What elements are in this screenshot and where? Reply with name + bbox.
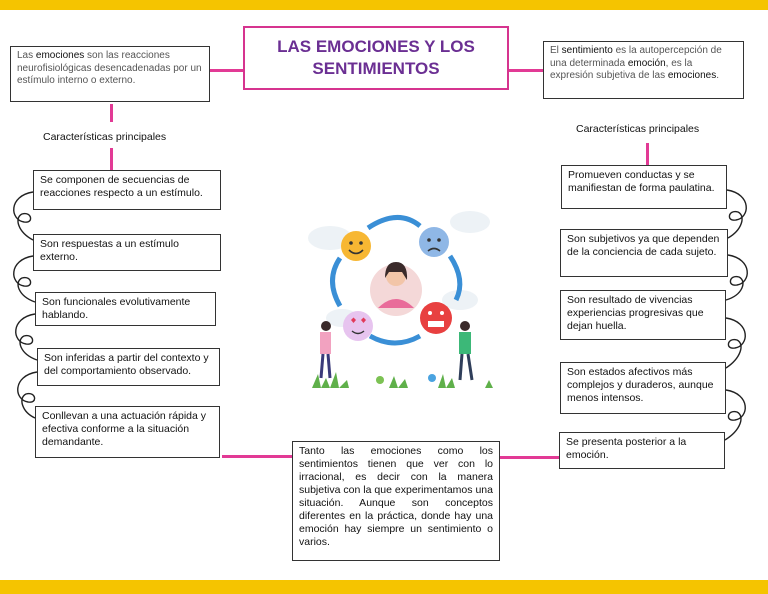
- title-line-1: LAS EMOCIONES Y LOS: [277, 37, 475, 56]
- right-item-5: Se presenta posterior a la emoción.: [559, 432, 725, 469]
- left-item-2: Son respuestas a un estímulo externo.: [33, 234, 221, 271]
- grass: [312, 372, 493, 388]
- person-right-figure: [458, 321, 474, 381]
- left-curl-3: [15, 313, 38, 361]
- feelings-def-text-3: , es la expresión subjetiva de las: [550, 57, 693, 82]
- left-characteristics-label: Características principales: [43, 131, 167, 143]
- title-line-2: SENTIMIENTOS: [312, 59, 440, 78]
- connector-right-conclusion: [500, 456, 559, 459]
- feelings-definition: El sentimiento es la autopercepción de u…: [543, 41, 744, 99]
- left-item-4: Son inferidas a partir del contexto y de…: [37, 348, 220, 386]
- cloud-2: [450, 211, 490, 233]
- bottom-band: [0, 580, 768, 594]
- emotions-def-text-1: Las: [17, 50, 36, 61]
- cloud-1: [308, 226, 352, 250]
- feelings-term: sentimiento: [561, 45, 613, 56]
- left-curl-4: [17, 371, 38, 419]
- sad-face-icon: [419, 227, 449, 257]
- feelings-def-text-2: es la autopercepción de una determinada: [550, 45, 722, 69]
- cycle-arrow-right: [447, 254, 463, 302]
- right-item-2: Son subjetivos ya que dependen de la con…: [560, 229, 728, 277]
- conclusion-box: Tanto las emociones como los sentimiento…: [292, 441, 500, 561]
- emotions-definition: Las emociones son las reacciones neurofi…: [10, 46, 210, 102]
- cycle-arrow-bottom: [368, 333, 422, 346]
- top-band: [0, 0, 768, 10]
- connector-left-conclusion: [222, 455, 292, 458]
- right-curl-1: [726, 189, 747, 239]
- left-item-1: Se componen de secuencias de reacciones …: [33, 170, 221, 210]
- happy-face-icon: [341, 231, 371, 261]
- left-curl-2: [13, 255, 36, 303]
- connector-left-def-label: [110, 104, 113, 122]
- left-curl-connectors: [13, 191, 38, 419]
- feelings-def-text-4: .: [716, 70, 719, 81]
- right-characteristics-label: Características principales: [576, 123, 700, 135]
- right-curl-connectors: [724, 189, 748, 441]
- cloud-3: [442, 290, 478, 310]
- connector-title-left: [210, 69, 244, 72]
- feelings-def-text-1: El: [550, 45, 562, 56]
- right-curl-3: [725, 317, 746, 369]
- emotions-term: emociones: [35, 50, 85, 61]
- connector-title-right: [509, 69, 543, 72]
- right-curl-2: [725, 254, 748, 301]
- left-curl-1: [13, 191, 34, 241]
- love-face-icon: [343, 311, 373, 341]
- cycle-arrow-top: [366, 215, 422, 231]
- emotions-def-text-2: son las reacciones neurofisiológicas des…: [17, 50, 202, 86]
- cycle-arrow-left: [330, 256, 343, 308]
- left-item-5: Conllevan a una actuación rápida y efect…: [35, 406, 220, 458]
- right-item-3: Son resultado de vivencias experiencias …: [560, 290, 726, 340]
- right-item-1: Promueven conductas y se manifiestan de …: [561, 165, 727, 209]
- right-curl-4: [724, 389, 746, 441]
- page-title: LAS EMOCIONES Y LOS SENTIMIENTOS: [243, 26, 509, 90]
- emotions-illustration: [308, 211, 493, 388]
- right-item-4: Son estados afectivos más complejos y du…: [560, 362, 726, 414]
- emotions-term-2: emociones: [667, 70, 717, 81]
- connector-left-label-list: [110, 148, 113, 170]
- emotion-term: emoción: [627, 57, 666, 69]
- angry-face-icon: [420, 302, 452, 334]
- person-left-figure: [319, 321, 332, 379]
- left-item-3: Son funcionales evolutivamente hablando.: [35, 292, 216, 326]
- person-portrait-icon: [370, 264, 422, 316]
- connector-right-label-list: [646, 143, 649, 165]
